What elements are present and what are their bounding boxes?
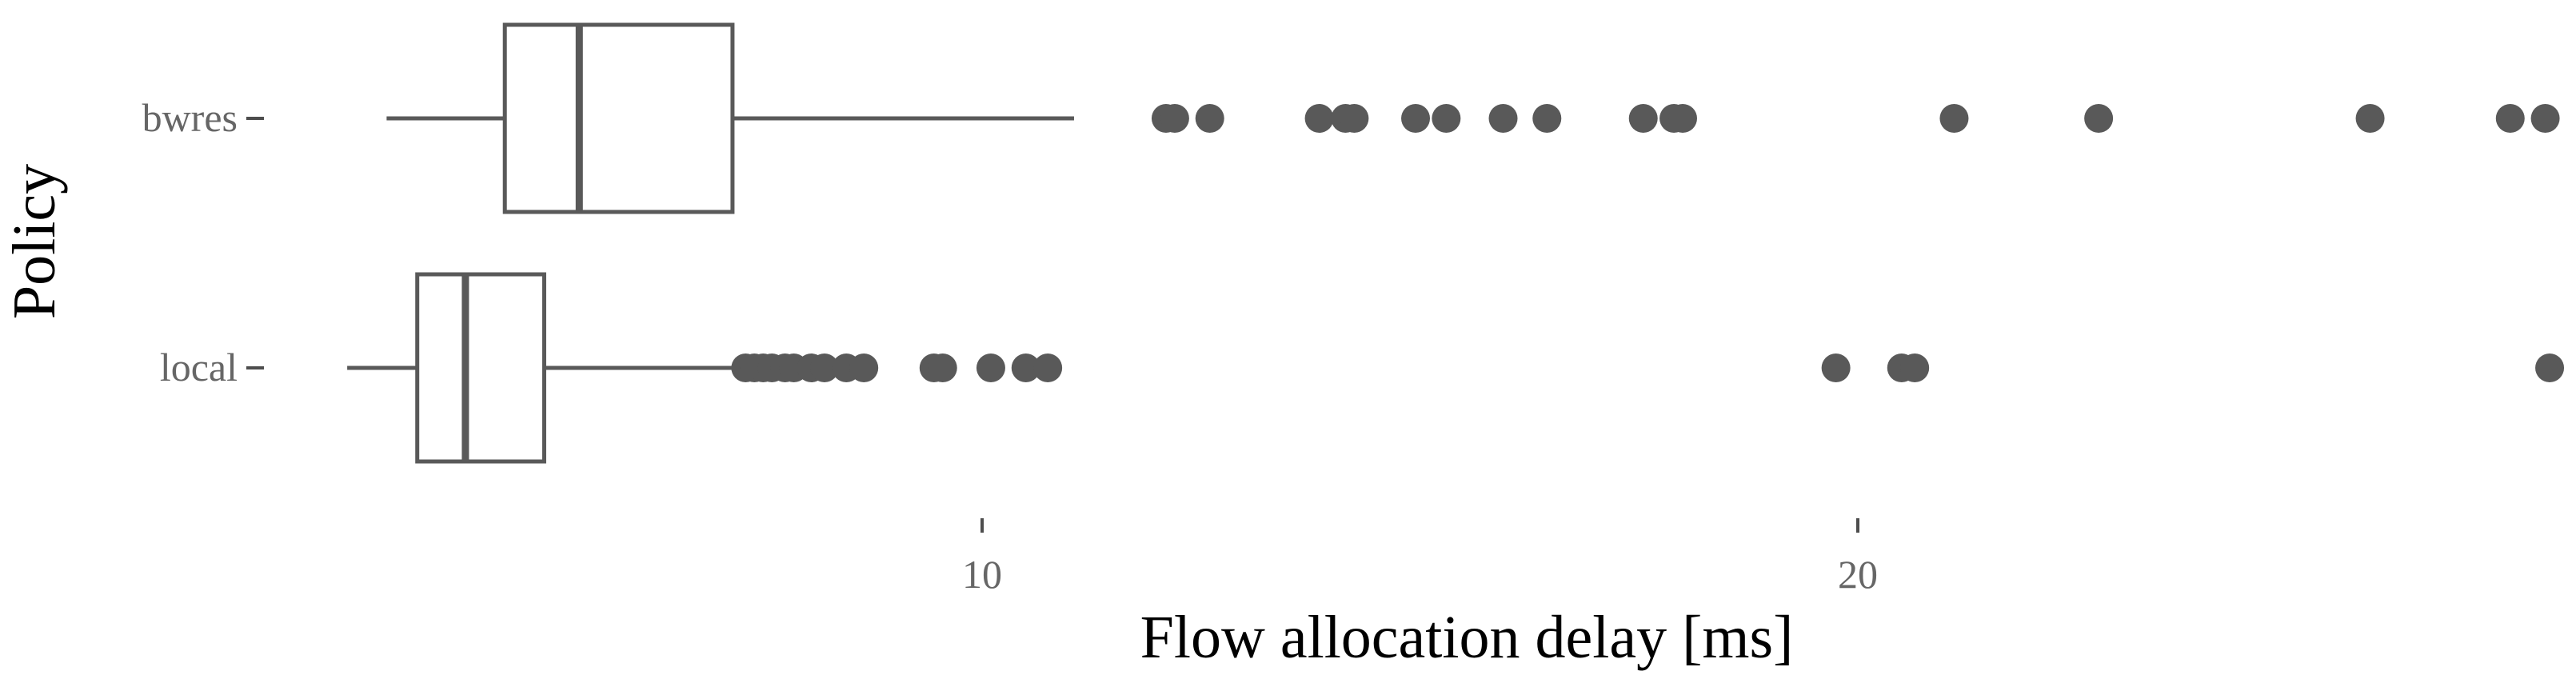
outlier-point-bwres-9	[1532, 104, 1562, 133]
outlier-point-bwres-10	[1628, 104, 1658, 133]
outlier-point-bwres-1	[1160, 104, 1189, 133]
outlier-point-local-15	[1821, 353, 1851, 382]
outlier-point-bwres-14	[2084, 104, 2114, 133]
outlier-point-bwres-8	[1488, 104, 1518, 133]
box-group-bwres	[386, 22, 2560, 214]
y-tick-label-bwres: bwres	[142, 95, 238, 140]
outlier-point-bwres-17	[2530, 104, 2560, 133]
outlier-point-bwres-5	[1340, 104, 1369, 133]
outlier-point-bwres-16	[2495, 104, 2525, 133]
outlier-point-bwres-2	[1195, 104, 1224, 133]
outlier-point-bwres-3	[1304, 104, 1334, 133]
outlier-point-bwres-12	[1668, 104, 1697, 133]
outlier-point-local-12	[976, 353, 1005, 382]
outlier-point-local-9	[849, 353, 879, 382]
outlier-point-local-17	[1900, 353, 1930, 382]
iqr-box-bwres	[502, 22, 735, 214]
y-axis-title: Policy	[1, 164, 68, 319]
outlier-point-local-7	[809, 353, 839, 382]
box-group-local	[347, 272, 2565, 464]
outlier-point-local-14	[1033, 353, 1063, 382]
x-tick-label-20: 20	[1838, 552, 1878, 597]
outlier-point-local-13	[1011, 353, 1040, 382]
y-tick-label-local: local	[160, 345, 238, 389]
outlier-point-bwres-15	[2355, 104, 2385, 133]
outlier-point-bwres-13	[1939, 104, 1969, 133]
outlier-point-bwres-7	[1432, 104, 1461, 133]
axes: Flow allocation delay [ms] Policy bwres l…	[1, 95, 1878, 671]
outlier-point-local-11	[928, 353, 957, 382]
outlier-point-bwres-6	[1401, 104, 1431, 133]
plot-area	[347, 22, 2565, 464]
outlier-point-local-18	[2535, 353, 2565, 382]
x-axis-title: Flow allocation delay [ms]	[1140, 604, 1794, 671]
iqr-box-local	[415, 272, 546, 464]
x-tick-label-10: 10	[962, 552, 1002, 597]
